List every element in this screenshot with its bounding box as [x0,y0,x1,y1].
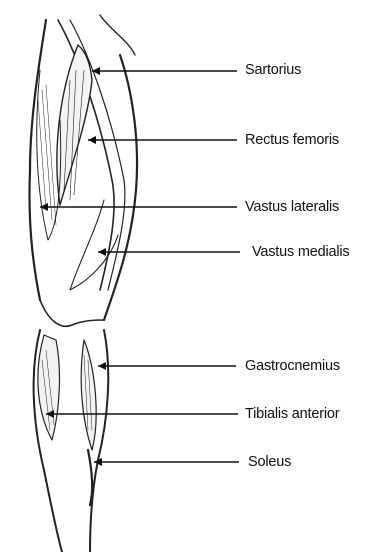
vastus-medialis-arrowhead [98,248,106,256]
gastrocnemius-muscle [38,335,60,440]
thigh-outline-right [104,55,137,320]
hip-curve [100,15,135,55]
label-rectus-femoris: Rectus femoris [245,133,339,148]
label-tibialis-anterior: Tibialis anterior [245,407,339,422]
rectus-femoris-arrowhead [88,136,96,144]
label-gastrocnemius: Gastrocnemius [245,359,340,374]
label-sartorius: Sartorius [245,63,301,78]
tibialis-anterior-muscle [81,340,96,450]
label-soleus: Soleus [248,455,291,470]
label-vastus-medialis: Vastus medialis [252,245,349,260]
knee-outline [40,300,104,326]
rectus-femoris-muscle [57,45,92,205]
soleus-muscle [88,450,92,505]
thigh-outline-left [29,20,46,300]
label-vastus-lateralis: Vastus lateralis [245,200,339,215]
gastrocnemius-arrowhead [98,362,106,370]
sartorius-arrowhead [92,67,100,75]
